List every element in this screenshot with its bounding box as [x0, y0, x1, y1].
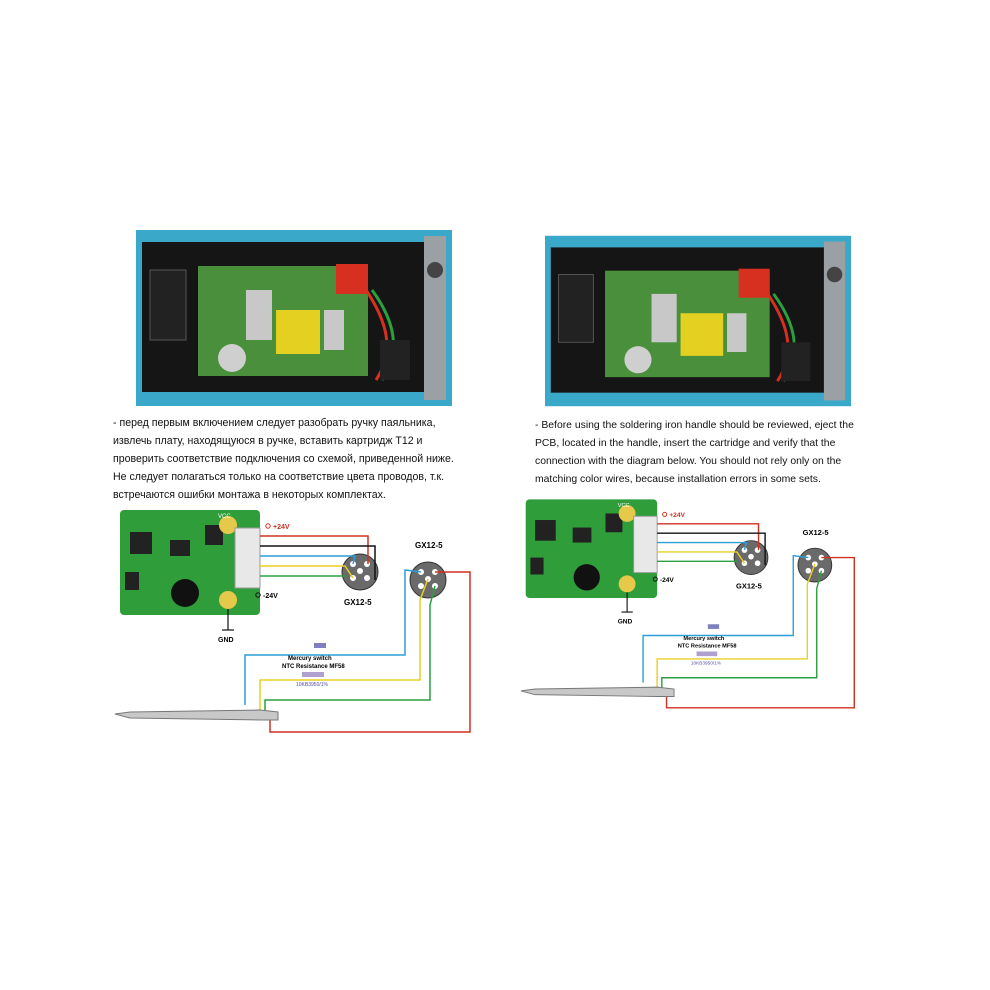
connector-b-label: GX12-5: [415, 541, 443, 550]
t12-cartridge: [114, 709, 279, 721]
caption-line: встречаются ошибки монтажа в некоторых к…: [113, 489, 386, 501]
caption-line: - перед первым включением следует разобр…: [113, 417, 436, 429]
caption-line: - Before using the soldering iron handle…: [535, 420, 854, 431]
handle-pcb: [525, 499, 658, 598]
ntc-value: 10KB3950/1%: [691, 661, 721, 666]
t12-cartridge: [520, 686, 675, 697]
vcc-label: VCC: [218, 514, 231, 520]
gnd-label: GND: [218, 637, 234, 644]
caption-line: Не следует полагаться только на соответс…: [113, 471, 445, 483]
caption-line: matching color wires, because installati…: [535, 474, 821, 485]
russian-panel: - перед первым включением следует разобр…: [113, 230, 473, 733]
russian-caption: - перед первым включением следует разобр…: [113, 414, 473, 504]
connector-a-label: GX12-5: [344, 598, 372, 607]
connector-b-label: GX12-5: [803, 528, 829, 537]
minus24-label: -24V: [263, 593, 278, 600]
english-panel: - Before using the soldering iron handle…: [495, 0, 990, 990]
ntc-label: NTC Resistance MF58: [678, 644, 737, 650]
switch-label: Mercury switch: [288, 656, 332, 662]
vcc-label: VCC: [618, 503, 630, 509]
caption-line: извлечь плату, находящуюся в ручке, вста…: [113, 435, 423, 447]
handle-pcb: [120, 510, 260, 615]
english-caption: - Before using the soldering iron handle…: [535, 417, 868, 489]
gnd-label: GND: [618, 618, 633, 625]
plus24-label: +24V: [669, 512, 685, 519]
wiring-diagram: VCC GND +24V -24V GX12-5 GX12-5: [114, 510, 471, 733]
caption-line: проверить соответствие подключения со сх…: [113, 453, 454, 465]
caption-line: PCB, located in the handle, insert the c…: [535, 438, 836, 449]
station-interior-photo: [545, 235, 851, 407]
connector-a-label: GX12-5: [736, 582, 762, 591]
ntc-value: 10KB3950/1%: [296, 682, 329, 688]
switch-label: Mercury switch: [683, 636, 725, 642]
wiring-diagram: VCC GND +24V -24V GX12-5 GX12-5 Mercury …: [520, 499, 855, 709]
caption-line: connection with the diagram below. You s…: [535, 456, 842, 467]
minus24-label: -24V: [660, 577, 674, 584]
ntc-label: NTC Resistance MF58: [282, 664, 345, 670]
plus24-label: +24V: [273, 524, 290, 531]
station-interior-photo: [136, 230, 452, 406]
